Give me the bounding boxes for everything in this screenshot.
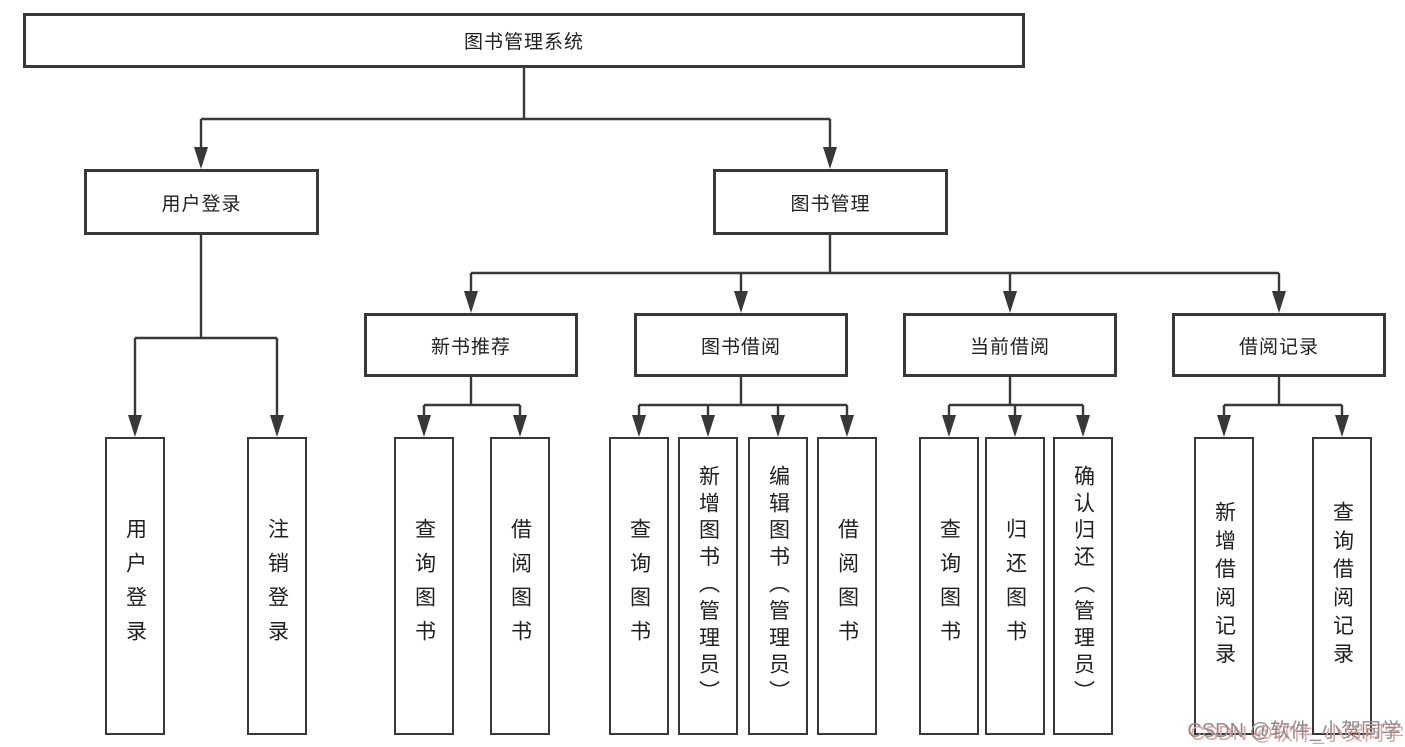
leaf-borrow-book: 借阅图书 <box>490 437 550 735</box>
leaf-edit-book-admin: 编辑图书（管理员） <box>748 437 808 735</box>
node-borrow-records: 借阅记录 <box>1172 313 1386 377</box>
arrowhead <box>734 291 748 313</box>
arrowhead <box>513 415 527 437</box>
connector-borrow-records-to-leaves <box>1222 377 1344 419</box>
arrowhead <box>1217 415 1231 437</box>
leaf-query-book: 查询图书 <box>609 437 669 735</box>
node-user-login: 用户登录 <box>84 169 319 235</box>
arrowhead <box>1008 415 1022 437</box>
connector-book-borrow-to-leaves <box>637 377 849 419</box>
leaf-add-book-admin: 新增图书（管理员） <box>678 437 738 735</box>
connector-user-login-to-leaves <box>133 235 279 419</box>
arrowhead <box>1335 415 1349 437</box>
node-library-management-system: 图书管理系统 <box>23 13 1025 68</box>
arrowhead <box>1003 291 1017 313</box>
arrowhead <box>840 415 854 437</box>
leaf-confirm-return-admin: 确认归还（管理员） <box>1053 437 1113 735</box>
leaf-borrow-book: 借阅图书 <box>817 437 877 735</box>
node-book-borrow: 图书借阅 <box>634 313 848 377</box>
leaf-query-borrow-record: 查询借阅记录 <box>1312 437 1372 735</box>
connector-root-to-level1 <box>199 68 832 150</box>
leaf-return-book: 归还图书 <box>985 437 1045 735</box>
arrowhead <box>270 415 284 437</box>
arrowhead <box>194 147 208 169</box>
arrowhead <box>1076 415 1090 437</box>
arrowhead <box>701 415 715 437</box>
node-new-book-recommend: 新书推荐 <box>364 313 578 377</box>
leaf-user-login: 用户登录 <box>105 437 165 735</box>
leaf-logout: 注销登录 <box>247 437 307 735</box>
leaf-query-book: 查询图书 <box>394 437 454 735</box>
node-current-borrow: 当前借阅 <box>903 313 1117 377</box>
arrowhead <box>823 147 837 169</box>
arrowhead <box>1272 291 1286 313</box>
arrowhead <box>417 415 431 437</box>
connector-new-book-recommend-to-leaves <box>422 377 522 419</box>
arrowhead <box>464 291 478 313</box>
leaf-add-borrow-record: 新增借阅记录 <box>1194 437 1254 735</box>
arrowhead <box>771 415 785 437</box>
csdn-watermark: CSDN @软件_小贺同学 <box>1187 720 1401 742</box>
connector-current-borrow-to-leaves <box>947 377 1085 419</box>
leaf-query-book: 查询图书 <box>919 437 979 735</box>
arrowhead <box>632 415 646 437</box>
arrowhead <box>942 415 956 437</box>
node-book-management: 图书管理 <box>713 169 948 235</box>
arrowhead <box>128 415 142 437</box>
connector-book-management-to-groups <box>469 235 1281 295</box>
